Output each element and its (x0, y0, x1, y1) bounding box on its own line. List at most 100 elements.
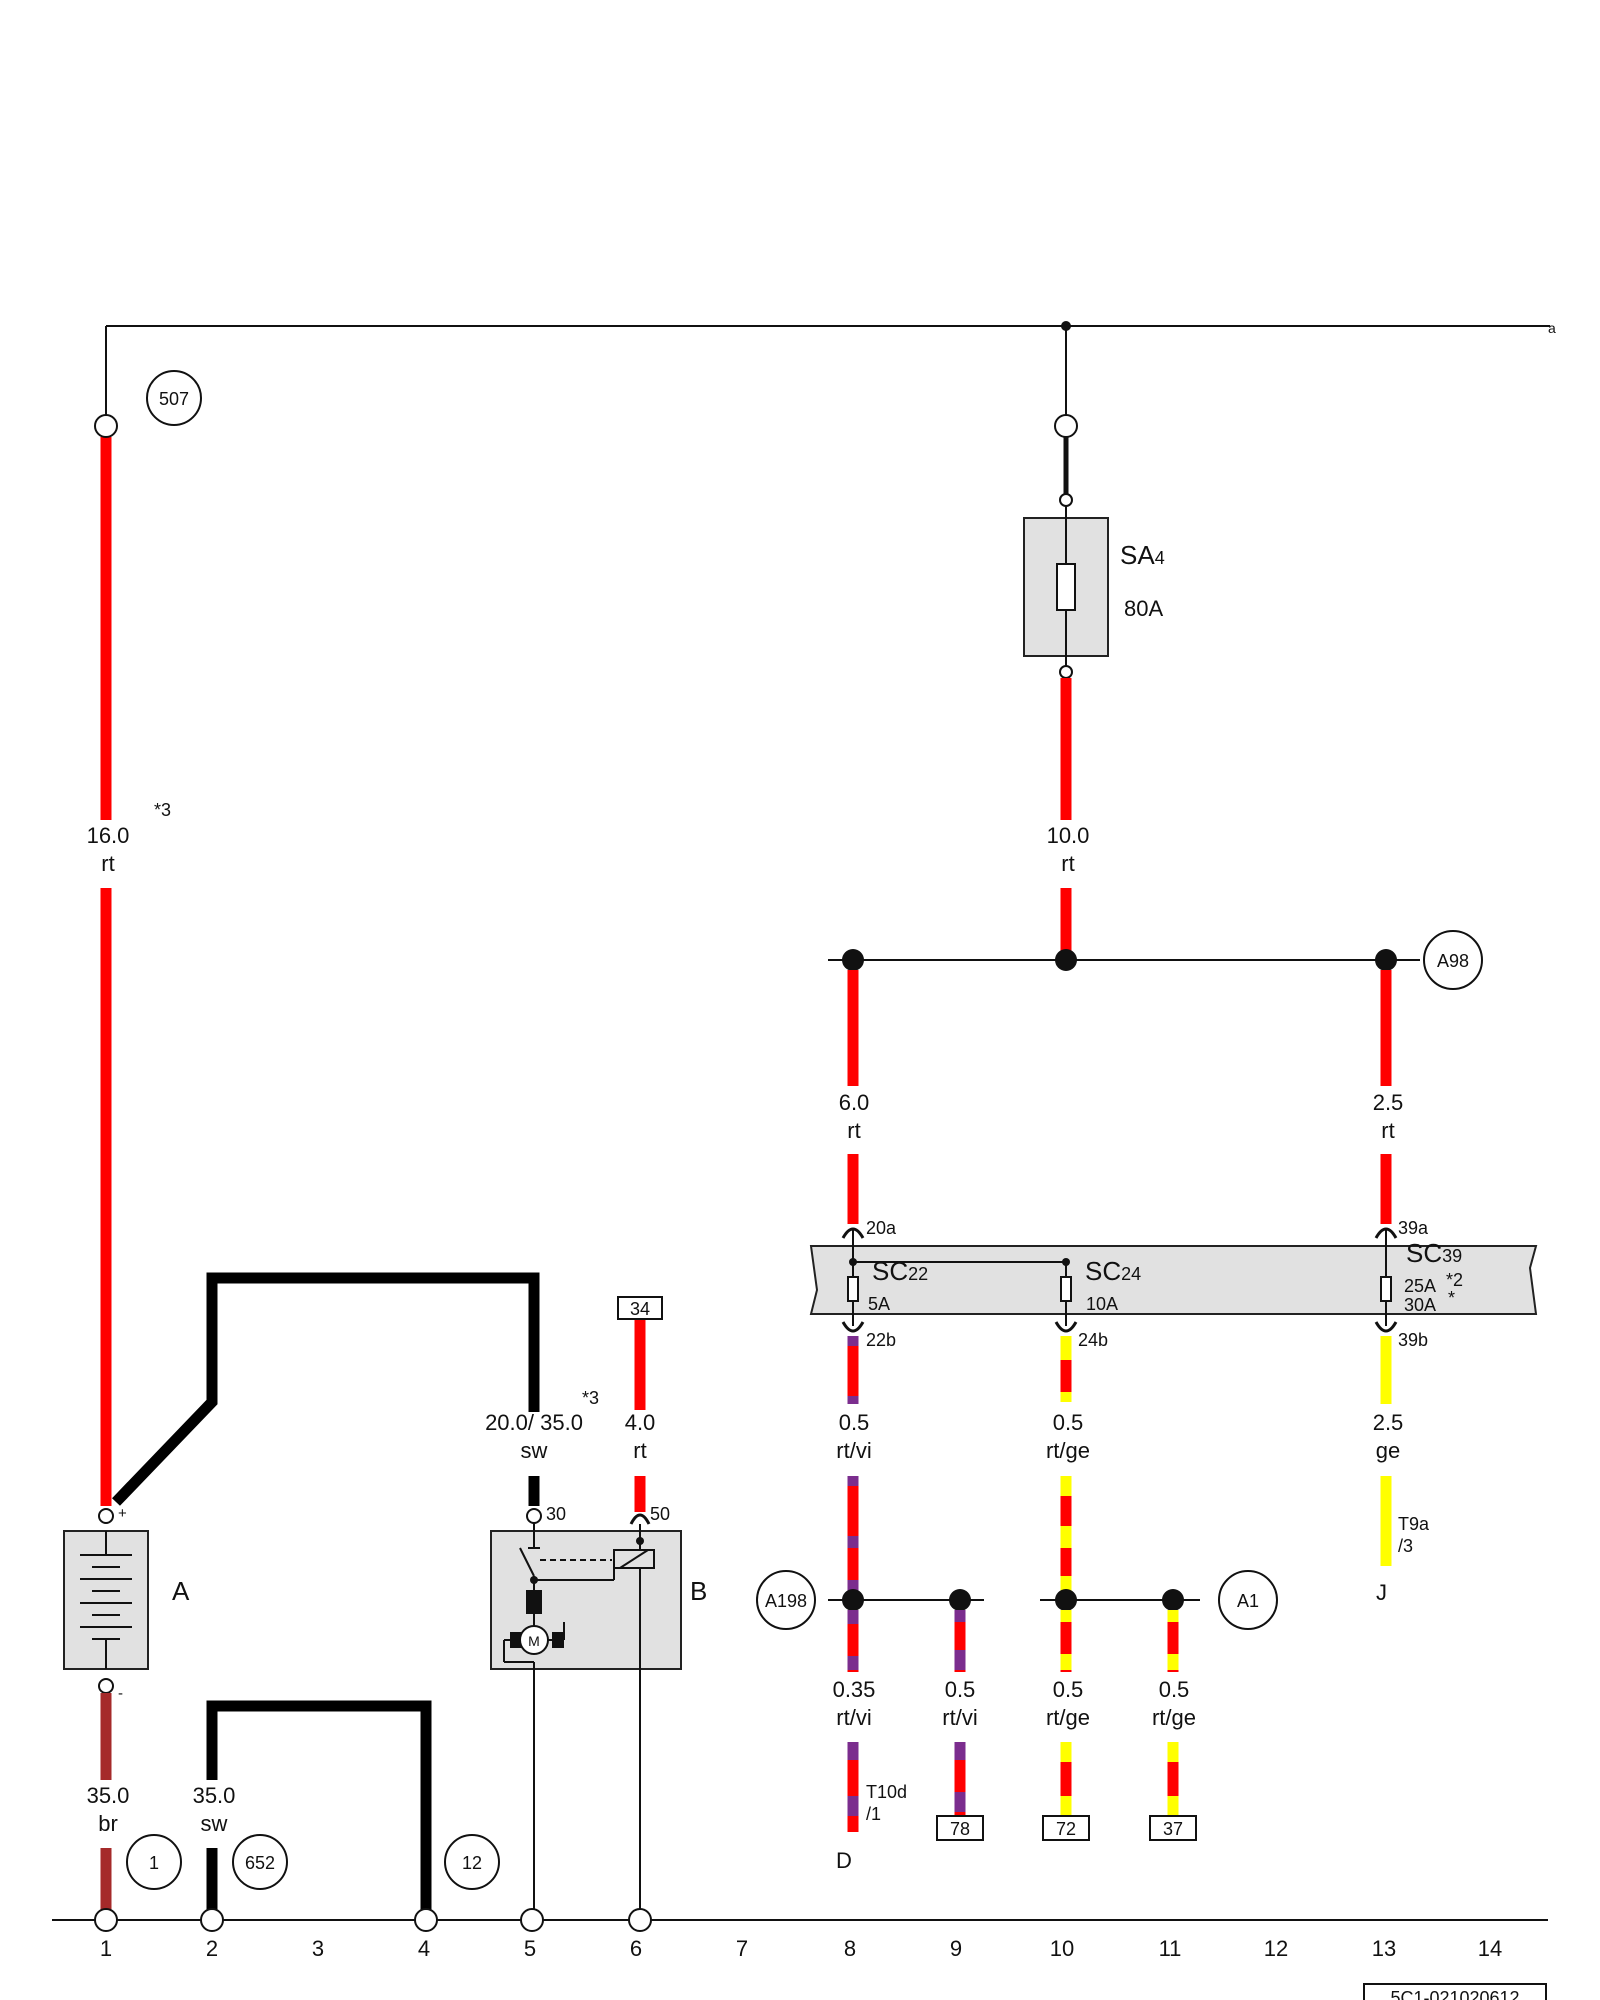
bus-junction-dot (842, 949, 864, 971)
connector-t9a-line2: /3 (1398, 1536, 1413, 1556)
ground-point-number: 13 (1372, 1936, 1396, 1961)
fuse-element-icon (847, 1276, 859, 1302)
terminal-box-72-label: 72 (1056, 1819, 1076, 1839)
fuse-sc39-note2: * (1448, 1288, 1455, 1308)
ref-circle-12[interactable] (444, 1834, 500, 1890)
connector-t10d-label: D (836, 1848, 852, 1873)
battery-plus-terminal (98, 1508, 114, 1524)
wire-10-color: rt (1061, 851, 1074, 876)
wire-20-sw[interactable] (112, 1272, 540, 1506)
wire-035-color: rt/vi (836, 1705, 871, 1730)
wire-20-color: sw (521, 1438, 548, 1463)
wire-10b-size: 0.5 (1053, 1677, 1084, 1702)
fuse-sa4-out-terminal (1059, 665, 1073, 679)
fuse-sa4-rating: 80A (1124, 596, 1163, 621)
ref-label-12: 12 (462, 1853, 482, 1873)
ground-point-number: 1 (100, 1936, 112, 1961)
wire-16-color: rt (101, 851, 114, 876)
wire-10-size: 10.0 (1047, 823, 1090, 848)
wire-25rt-color: rt (1381, 1118, 1394, 1143)
ref-circle-a98[interactable] (1423, 930, 1483, 990)
ref-circle-1[interactable] (126, 1834, 182, 1890)
fuse-element-icon (1060, 1276, 1072, 1302)
connector-t9a-line1: T9a (1398, 1514, 1430, 1534)
fuse-sa4-name: SA4 (1120, 540, 1165, 570)
ref-circle-a198[interactable] (756, 1570, 816, 1630)
ground-point-number: 11 (1159, 1936, 1182, 1961)
starter-solenoid-icon (526, 1590, 542, 1614)
wire-11-color: rt/ge (1152, 1705, 1196, 1730)
terminal-box-34-label: 34 (630, 1299, 650, 1319)
ground-point-numbers: 1 2 3 4 5 6 7 8 9 10 11 12 13 14 (100, 1936, 1502, 1961)
fuse-element-icon (1056, 563, 1076, 611)
terminal-fuse-top (1054, 414, 1078, 438)
ground-point-number: 10 (1050, 1936, 1074, 1961)
terminal-50-connector (629, 1513, 651, 1525)
battery-label: A (172, 1576, 190, 1606)
wire-20-note: *3 (582, 1388, 599, 1408)
ground-point-number: 5 (524, 1936, 536, 1961)
battery-plus-sign: + (118, 1505, 127, 1522)
ground-point-number: 6 (630, 1936, 642, 1961)
ref-label-a98: A98 (1437, 951, 1469, 971)
wire-35br-color: br (98, 1811, 118, 1836)
battery-minus-terminal (98, 1678, 114, 1694)
ref-label-a1: A1 (1237, 1591, 1259, 1611)
doc-code-box (1363, 1983, 1547, 2000)
ground-point-number: 12 (1264, 1936, 1288, 1961)
fuse-sc24-name: SC24 (1085, 1256, 1141, 1286)
ref-circle-507[interactable] (146, 370, 202, 426)
starter-term30-label: 30 (546, 1504, 566, 1524)
connector-24b-icon (1054, 1321, 1078, 1333)
starter-body[interactable] (490, 1530, 682, 1670)
wire-35-sw[interactable] (206, 1700, 432, 1910)
ground-point-number: 3 (312, 1936, 324, 1961)
starter-label: B (690, 1576, 707, 1606)
wire-05rtge-color: rt/ge (1046, 1438, 1090, 1463)
ref-label-a198: A198 (765, 1591, 807, 1611)
sc39-in-pin: 39a (1398, 1218, 1429, 1238)
terminal-507 (94, 414, 118, 438)
sc22-in-pin: 20a (866, 1218, 897, 1238)
wire-6-color: rt (847, 1118, 860, 1143)
splice-dot (842, 1589, 864, 1611)
fuse-sc22-name: SC22 (872, 1256, 928, 1286)
starter-terminal-30 (526, 1508, 542, 1524)
fuse-sc22-rating: 5A (868, 1294, 890, 1314)
ref-circle-a1[interactable] (1218, 1570, 1278, 1630)
starter-junction-dot (636, 1537, 644, 1545)
doc-code: 5C1-021020612 (1390, 1988, 1519, 2000)
wire-16-size: 16.0 (87, 823, 130, 848)
wire-25ge-color: ge (1376, 1438, 1400, 1463)
connector-20a-icon (841, 1227, 865, 1239)
wire-9-size: 0.5 (945, 1677, 976, 1702)
splice-dot (1162, 1589, 1184, 1611)
battery-cells-icon (80, 1531, 132, 1669)
ground-terminal-4 (414, 1908, 438, 1932)
ref-label-652: 652 (245, 1853, 275, 1873)
ground-point-number: 8 (844, 1936, 856, 1961)
wire-4-size: 4.0 (625, 1410, 656, 1435)
wire-35br-size: 35.0 (87, 1783, 130, 1808)
ground-point-number: 14 (1478, 1936, 1502, 1961)
fuse-sa4-in-terminal (1059, 493, 1073, 507)
wire-05rtvi-color: rt/vi (836, 1438, 871, 1463)
fuse-holder-junction (849, 1258, 857, 1266)
terminal-box-72 (1042, 1815, 1090, 1841)
fuse-sc39-rating1: 25A (1404, 1276, 1436, 1296)
motor-label: M (528, 1633, 540, 1649)
sc39-out-pin: 39b (1398, 1330, 1428, 1350)
starter-junction-dot (530, 1576, 538, 1584)
terminal-box-78-label: 78 (950, 1819, 970, 1839)
ground-point-number: 7 (736, 1936, 748, 1961)
ref-circle-652[interactable] (232, 1834, 288, 1890)
wire-05rtvi-size: 0.5 (839, 1410, 870, 1435)
wire-25rt-size: 2.5 (1373, 1090, 1404, 1115)
terminal-box-37 (1149, 1815, 1197, 1841)
ref-label-1: 1 (149, 1853, 159, 1873)
fuse-sc24-rating: 10A (1086, 1294, 1118, 1314)
connector-t10d-line2: /1 (866, 1804, 881, 1824)
top-bus-junction (1061, 321, 1071, 331)
ground-terminal-2 (200, 1908, 224, 1932)
